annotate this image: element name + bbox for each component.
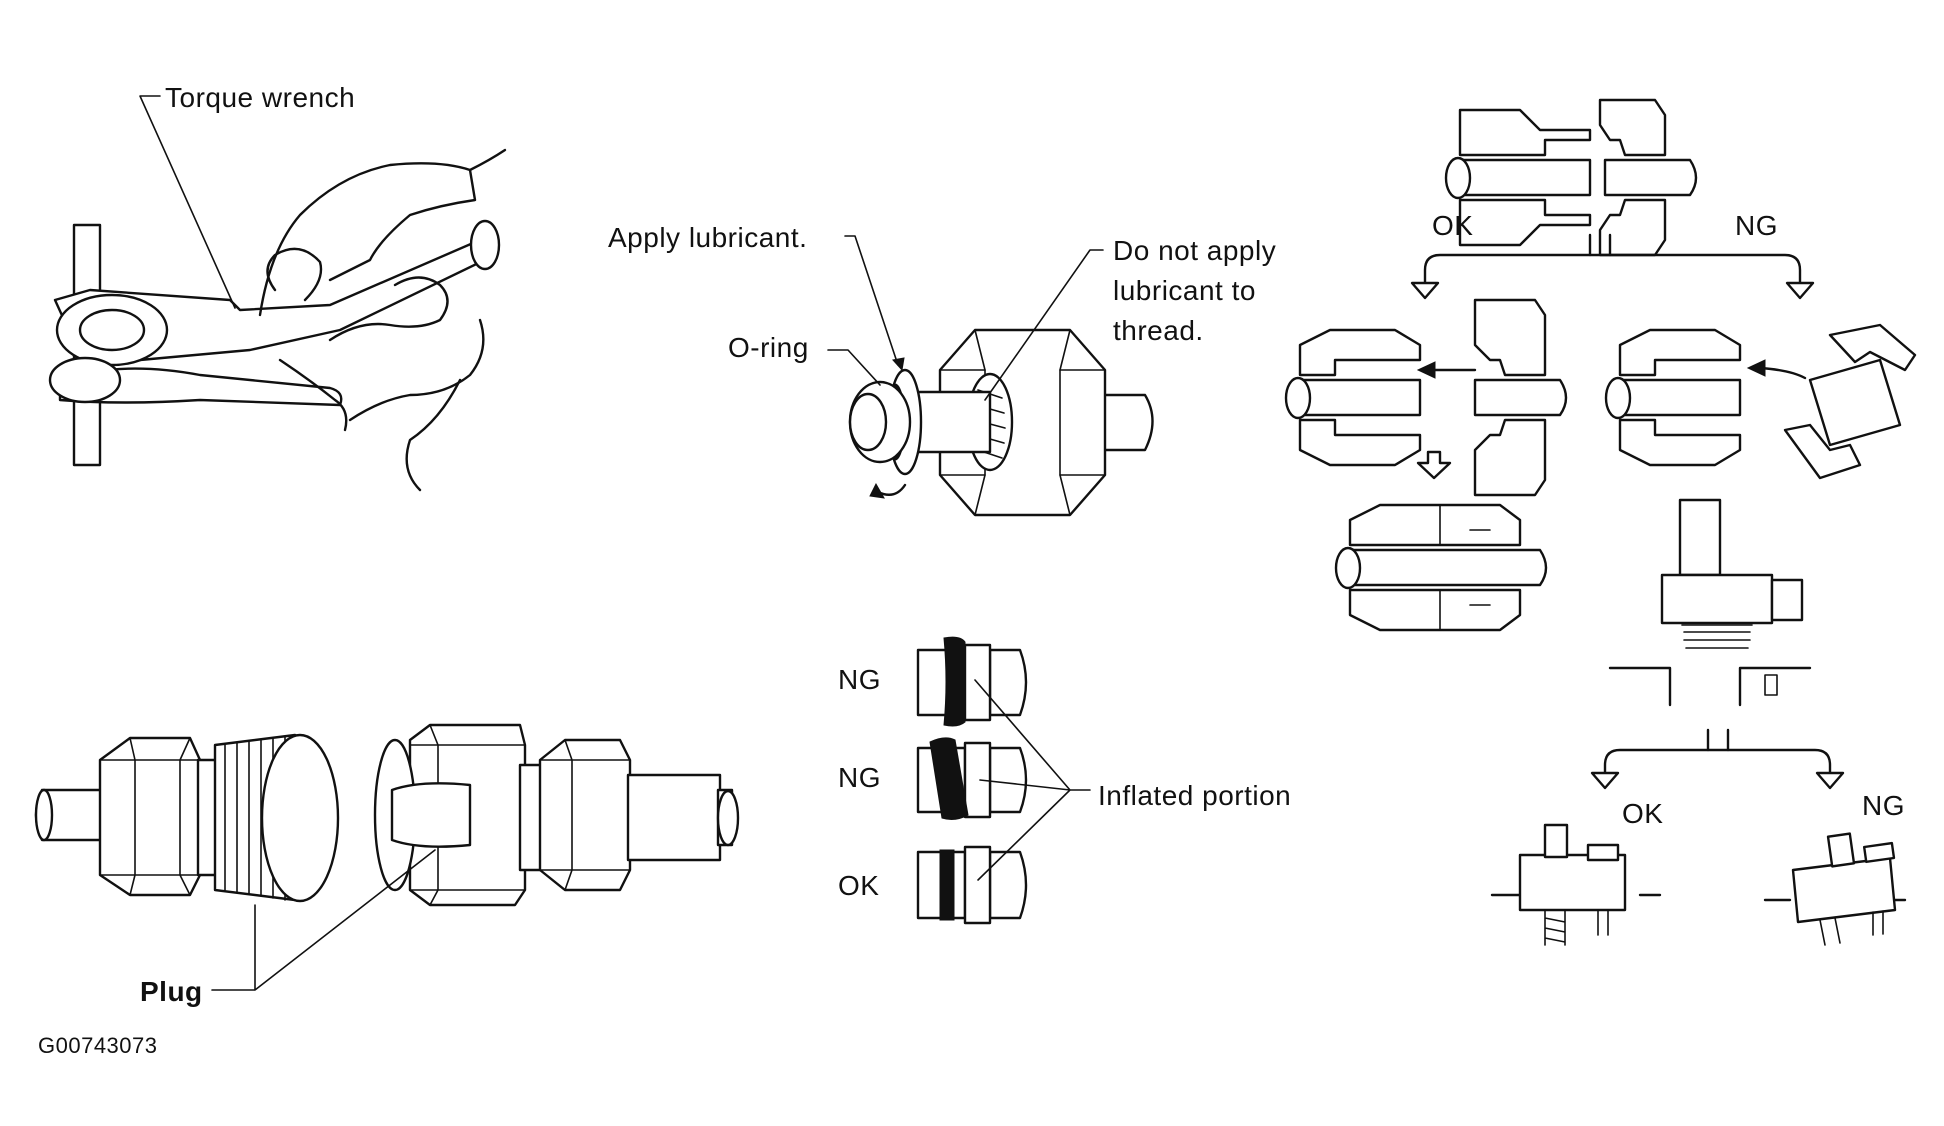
torque-wrench-label: Torque wrench — [165, 82, 356, 113]
apply-lubricant-label: Apply lubricant. — [608, 222, 808, 253]
do-not-apply-label-line2: lubricant to — [1113, 275, 1256, 306]
connector-ok-label: OK — [1432, 210, 1474, 241]
connector-sequence-illustration — [1284, 98, 1917, 632]
do-not-apply-label-line1: Do not apply — [1113, 235, 1277, 266]
figure-id-label: G00743073 — [38, 1033, 158, 1058]
o-ring-states-illustration — [916, 636, 1091, 925]
o-ring-state-ng-2-label: NG — [838, 762, 881, 793]
do-not-apply-label-line3: thread. — [1113, 315, 1204, 346]
mounting-illustration — [1490, 498, 1907, 946]
mount-ng-label: NG — [1862, 790, 1905, 821]
o-ring-state-ng-1-label: NG — [838, 664, 881, 695]
mount-ok-label: OK — [1622, 798, 1664, 829]
plug-label: Plug — [140, 976, 203, 1007]
inflated-portion-label: Inflated portion — [1098, 780, 1292, 811]
connector-ng-label: NG — [1735, 210, 1778, 241]
plug-illustration — [34, 723, 740, 991]
o-ring-nut-illustration — [827, 235, 1154, 517]
o-ring-state-ok-label: OK — [838, 870, 880, 901]
o-ring-label: O-ring — [728, 332, 809, 363]
torque-wrench-illustration — [48, 95, 507, 492]
